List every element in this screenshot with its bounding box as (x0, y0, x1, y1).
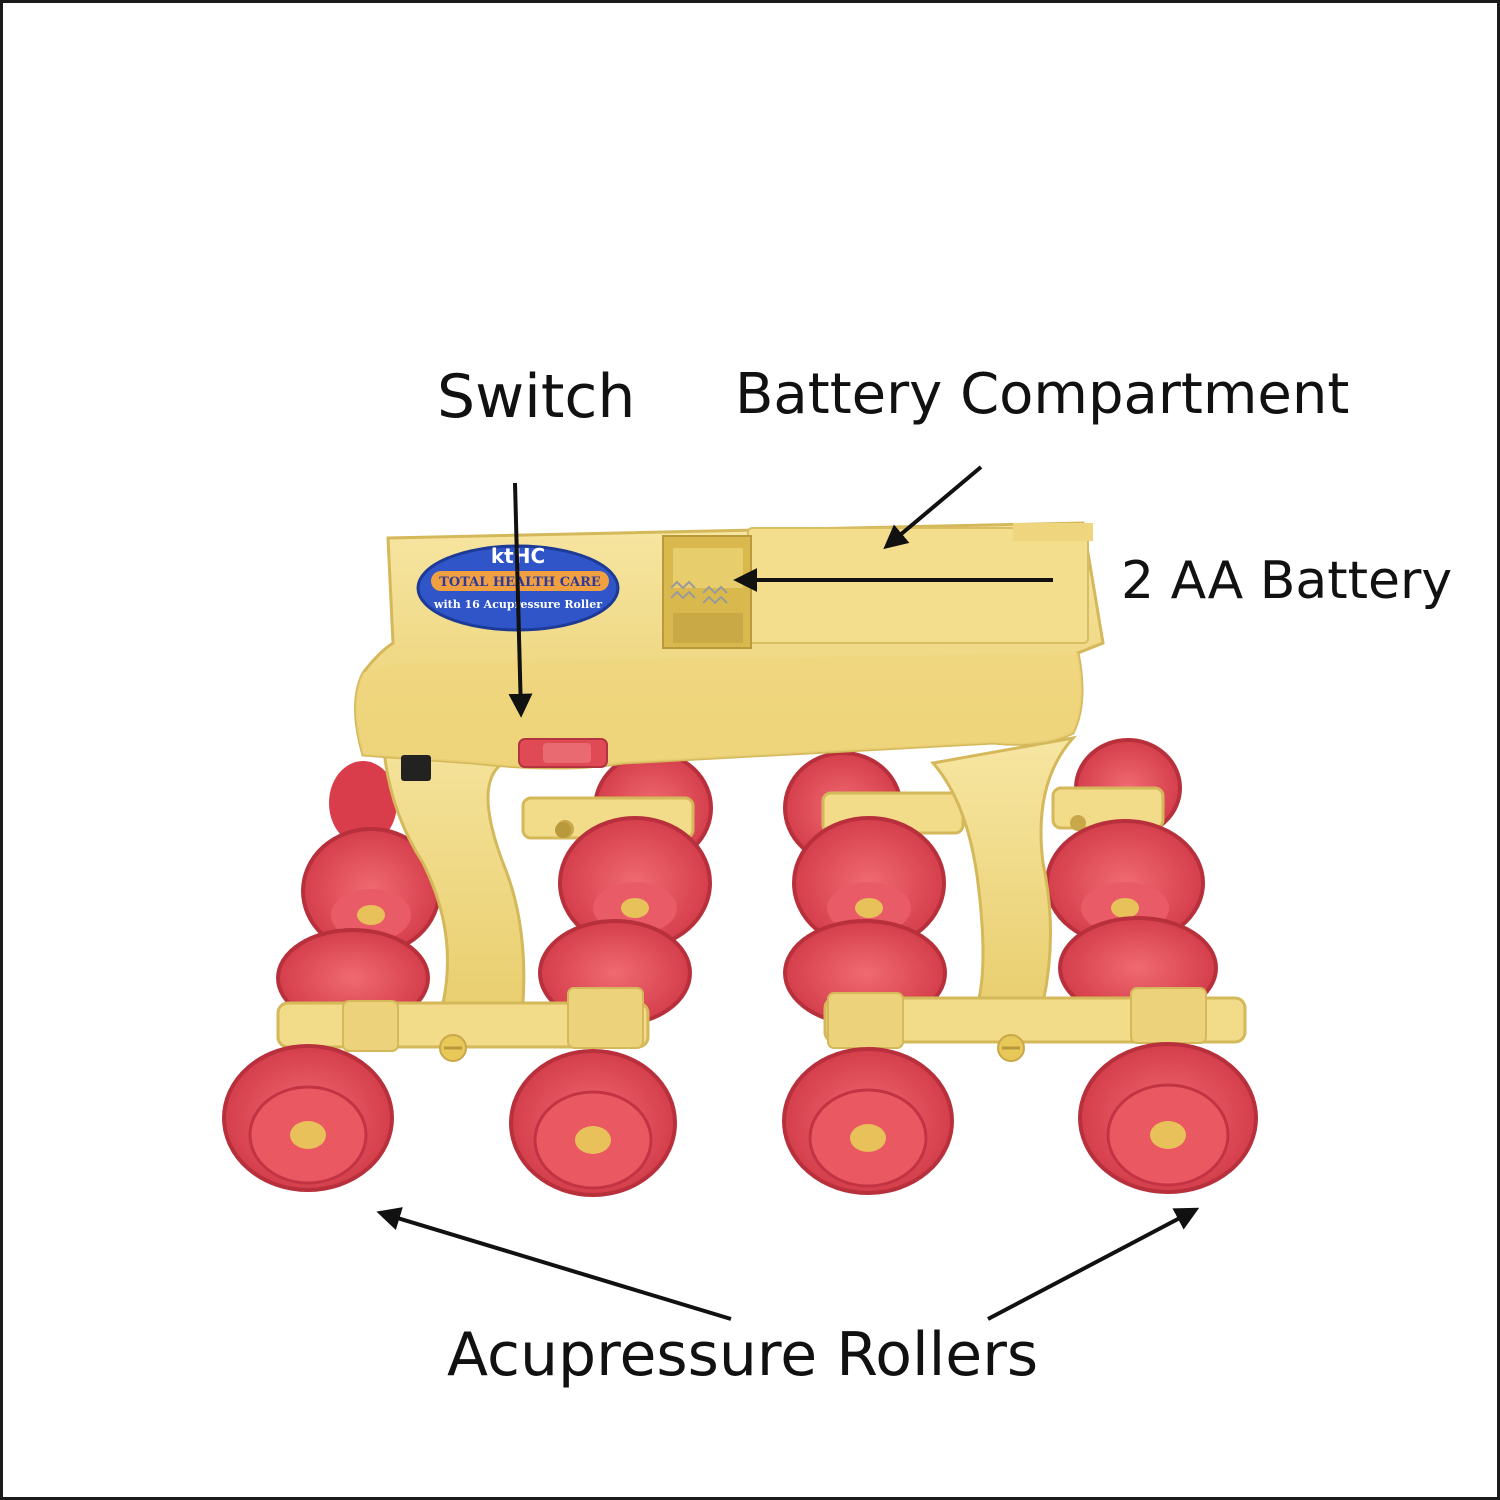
front-rollers (222, 1042, 1258, 1197)
battery-springs (670, 580, 728, 605)
side-port-icon (401, 755, 431, 781)
roller-front-3 (782, 1047, 954, 1195)
badge-line1: TOTAL HEALTH CARE (439, 575, 601, 590)
massager-illustration: ktHC TOTAL HEALTH CARE with 16 Acupressu… (222, 465, 1258, 1321)
arrow-switch (508, 482, 533, 718)
roller-front-2 (509, 1049, 677, 1197)
label-acupressure-rollers: Acupressure Rollers (447, 1320, 1039, 1390)
arrow-rollers-left (376, 1207, 732, 1321)
label-battery-compartment: Battery Compartment (735, 362, 1350, 427)
label-aa-battery: 2 AA Battery (1121, 551, 1453, 611)
arrow-rollers-right (987, 1207, 1200, 1321)
front-axles (276, 987, 1247, 1062)
arrow-battery-compartment (883, 465, 983, 550)
roller-front-1 (222, 1044, 394, 1192)
label-switch: Switch (437, 362, 636, 432)
callout-arrows (376, 465, 1200, 1321)
roller-front-4 (1078, 1042, 1258, 1194)
